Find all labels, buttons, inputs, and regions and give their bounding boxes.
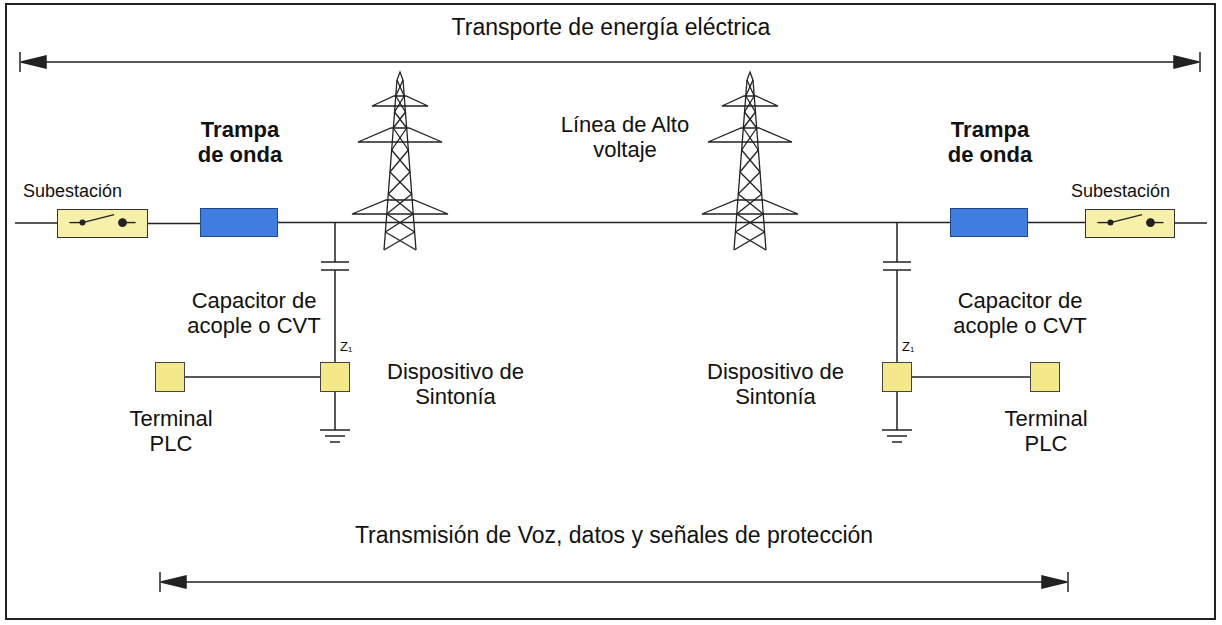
switch-symbol <box>58 210 147 237</box>
wave-trap: Trampa de onda <box>200 208 278 237</box>
ground-right <box>882 392 912 442</box>
switch-symbol <box>1086 210 1174 237</box>
bottom-bracket-arrow <box>160 572 1068 592</box>
edge-label: Línea de Alto voltaje <box>560 112 690 163</box>
plc-terminal: Terminal PLC <box>1030 362 1060 392</box>
substation-breaker: Subestación <box>57 209 148 238</box>
impedance-label: Z₁ <box>902 340 932 355</box>
node-label: Subestación <box>1071 181 1211 202</box>
impedance-label: Z₁ <box>340 340 370 355</box>
node-label: Terminal PLC <box>113 406 229 457</box>
bottom-label: Transmisión de Voz, datos y señales de p… <box>114 522 1114 548</box>
node-label: Subestación <box>23 181 173 202</box>
line-stubs <box>15 222 1207 224</box>
tuning-device: Dispositivo de Sintonía <box>882 362 912 392</box>
connector-wire <box>185 377 320 378</box>
connector-wire <box>148 223 200 224</box>
top-bracket-arrow <box>20 52 1200 72</box>
node-label: Dispositivo de Sintonía <box>683 359 868 410</box>
node-label: Trampa de onda <box>190 117 290 168</box>
frame <box>6 4 1215 619</box>
node-label: Terminal PLC <box>988 406 1104 457</box>
transmission-tower <box>352 72 798 250</box>
title-label: Transporte de energía eléctrica <box>211 14 1011 40</box>
plc-terminal: Terminal PLC <box>155 362 185 392</box>
connector-wire <box>1028 222 1085 223</box>
tuning-device: Dispositivo de Sintonía <box>320 362 350 392</box>
node-label: Trampa de onda <box>940 117 1040 168</box>
connector-wire <box>912 377 1030 378</box>
tower <box>352 72 448 250</box>
node-label: Dispositivo de Sintonía <box>363 359 548 410</box>
capacitor-label: Capacitor de acople o CVT <box>940 288 1100 339</box>
wave-trap: Trampa de onda <box>950 208 1028 237</box>
ground-left <box>320 392 350 442</box>
high-voltage-line <box>278 222 950 223</box>
substation-breaker: Subestación <box>1085 209 1175 238</box>
capacitor-label: Capacitor de acople o CVT <box>183 288 325 339</box>
tower <box>702 72 798 250</box>
